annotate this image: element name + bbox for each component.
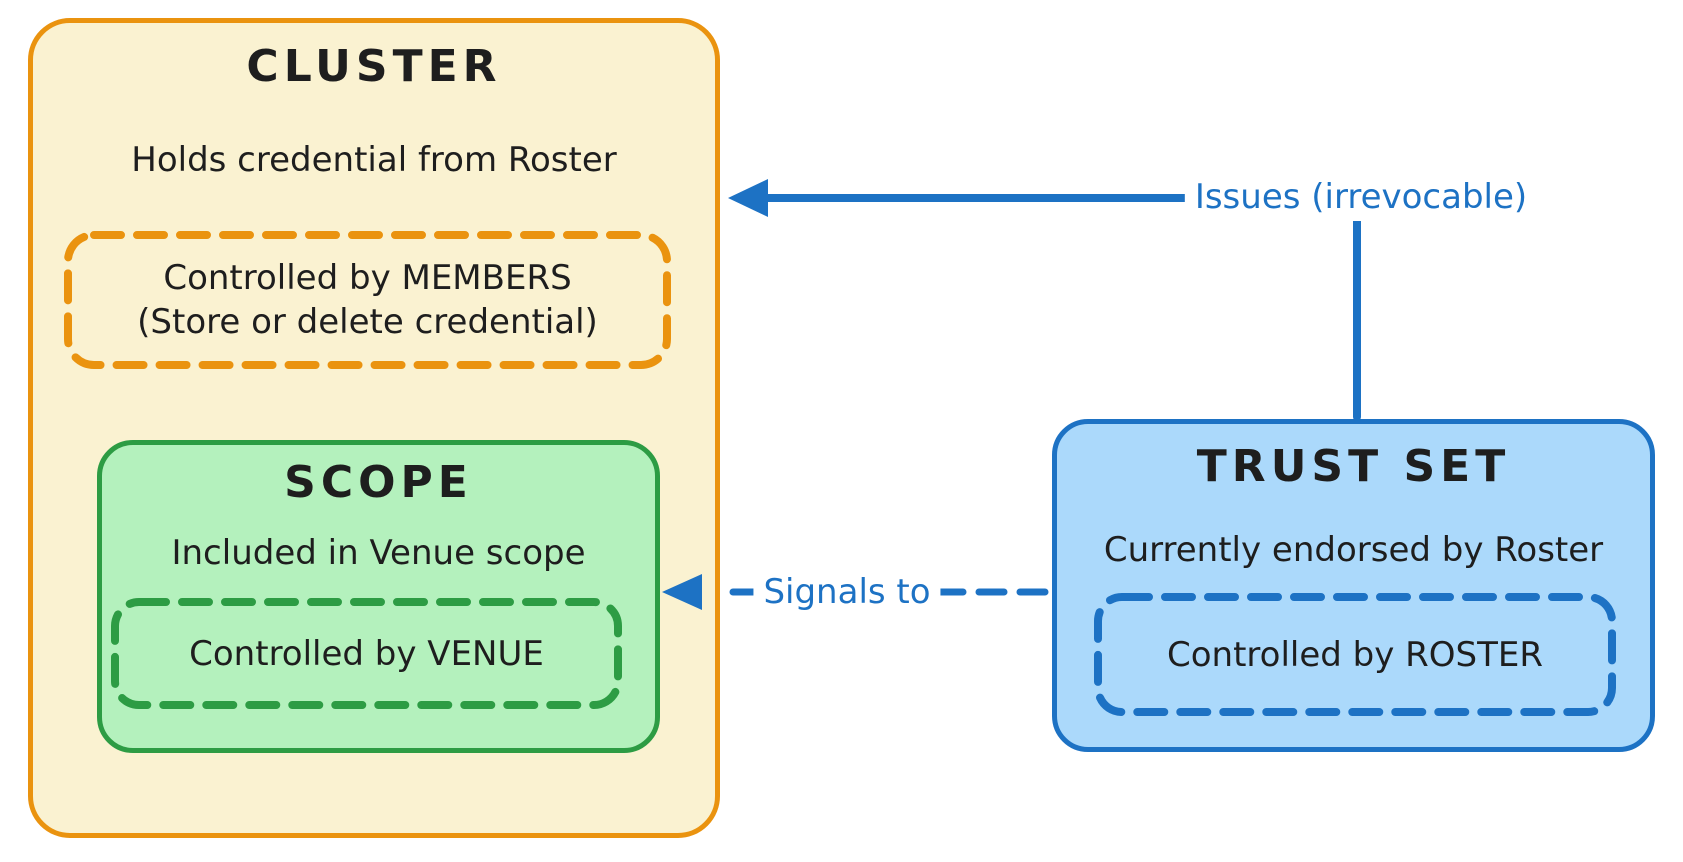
members-box-line2: (Store or delete credential) (137, 302, 598, 342)
trust-set-title: TRUST SET (1196, 441, 1511, 492)
trust-set-node: TRUST SET Currently endorsed by Roster C… (1052, 419, 1655, 752)
members-box-line1: Controlled by MEMBERS (163, 258, 572, 298)
cluster-title: CLUSTER (246, 41, 502, 92)
cluster-node: CLUSTER Holds credential from Roster Con… (28, 18, 720, 838)
issues-arrow-label: Issues (irrevocable) (1184, 173, 1538, 221)
scope-node: SCOPE Included in Venue scope Controlled… (97, 440, 660, 753)
members-dashed-box: Controlled by MEMBERS (Store or delete c… (63, 230, 672, 370)
scope-subtitle: Included in Venue scope (171, 533, 586, 573)
venue-dashed-box: Controlled by VENUE (110, 597, 623, 710)
signals-arrow-label: Signals to (753, 568, 941, 616)
roster-box-line1: Controlled by ROSTER (1166, 634, 1543, 675)
venue-box-line1: Controlled by VENUE (189, 633, 544, 674)
trust-set-subtitle: Currently endorsed by Roster (1103, 530, 1604, 570)
issues-arrowhead-icon (728, 179, 768, 217)
scope-title: SCOPE (284, 457, 473, 508)
roster-dashed-box: Controlled by ROSTER (1093, 592, 1617, 717)
cluster-subtitle: Holds credential from Roster (131, 140, 617, 180)
issues-arrow-line (756, 194, 1361, 421)
